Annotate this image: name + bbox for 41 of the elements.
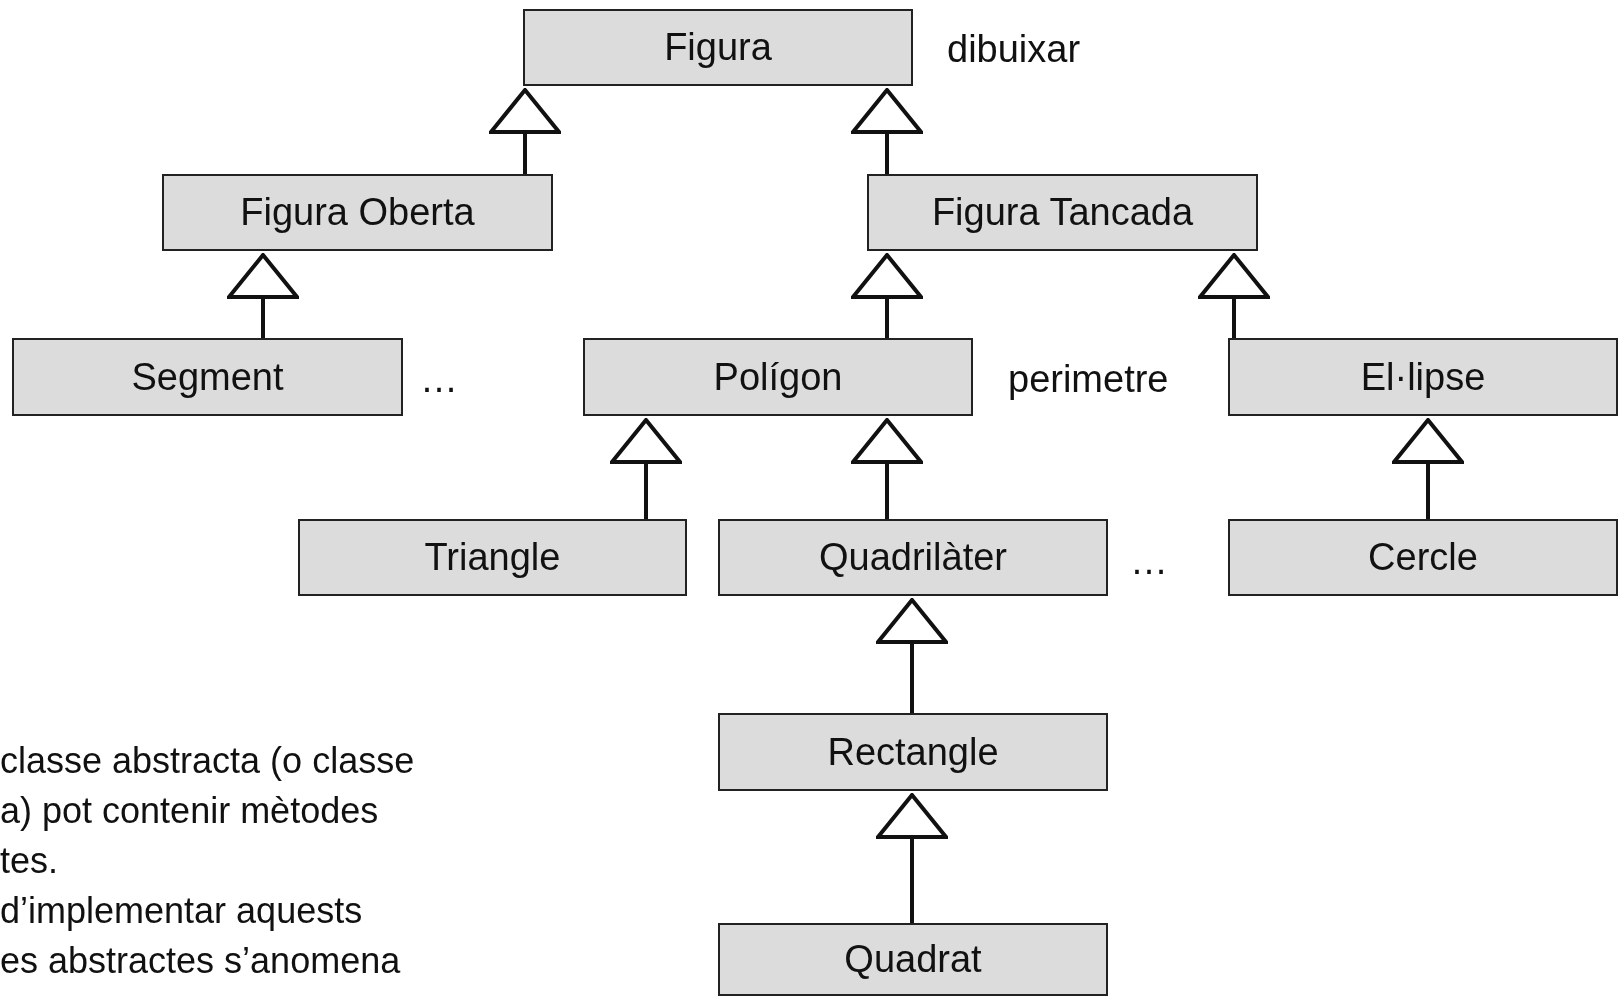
inheritance-arrow	[227, 253, 299, 338]
class-name: Figura Oberta	[240, 191, 475, 234]
class-name: Segment	[131, 355, 284, 399]
inheritance-arrow	[851, 418, 923, 519]
inheritance-arrow	[610, 418, 682, 519]
inheritance-arrow	[851, 88, 923, 174]
note-text: es abstractes s’anomena	[0, 940, 401, 982]
class-box	[1228, 338, 1618, 416]
class-box	[583, 338, 973, 416]
note-text: a) pot contenir mètodes	[0, 790, 379, 832]
method-name: perimetre	[1008, 358, 1169, 401]
class-box	[523, 9, 913, 86]
class-name: Figura Tancada	[931, 191, 1194, 234]
inheritance-arrow	[489, 88, 561, 174]
class-name: El·lipse	[1360, 355, 1486, 399]
class-box	[718, 519, 1108, 596]
note-text: tes.	[0, 840, 59, 882]
class-box	[867, 174, 1258, 251]
class-name: Quadrat	[844, 938, 982, 981]
inheritance-arrow	[876, 793, 948, 923]
class-name: Quadrilàter	[819, 536, 1007, 579]
inheritance-arrow	[1392, 418, 1464, 519]
class-box	[718, 713, 1108, 791]
note-text: d’implementar aquests	[0, 890, 363, 932]
class-box	[12, 338, 403, 416]
inheritance-arrow	[1198, 253, 1270, 338]
ellipsis: …	[420, 358, 458, 401]
class-name: Rectangle	[827, 730, 999, 774]
ellipsis: …	[1130, 540, 1168, 583]
note-text: classe abstracta (o classe	[0, 740, 415, 782]
class-box	[1228, 519, 1618, 596]
class-name: Triangle	[424, 536, 561, 579]
class-name: Figura	[664, 26, 772, 69]
inheritance-arrow	[876, 598, 948, 713]
class-box	[162, 174, 553, 251]
class-box	[298, 519, 687, 596]
inheritance-arrow	[851, 253, 923, 338]
class-name: Cercle	[1368, 536, 1478, 579]
method-name: dibuixar	[947, 28, 1081, 71]
class-box	[718, 923, 1108, 996]
class-name: Polígon	[713, 355, 843, 399]
